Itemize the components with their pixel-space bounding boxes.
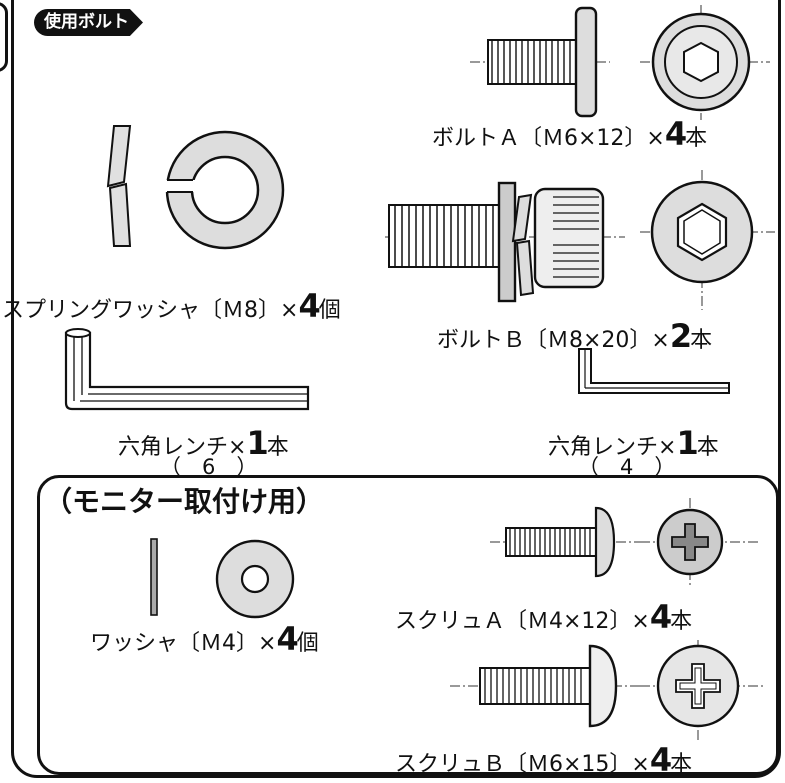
bolt-b-name: ボルトＢ〔Ｍ8×20〕× [437,328,670,353]
screw-a-side-illustration [490,506,640,578]
hex-wrench-4-label: 六角レンチ×1本 [548,424,719,462]
left-tab-edge [0,2,8,72]
monitor-section-box [37,475,779,775]
section-badge: 使用ボルト [34,9,143,36]
hex-wrench-4-name: 六角レンチ× [548,435,677,460]
bolt-b-side-illustration [385,181,625,303]
parts-list-frame [11,0,781,778]
hex-wrench-6-label: 六角レンチ×1本 [118,424,289,462]
washer-m4-label: ワッシャ〔Ｍ4〕×4個 [90,620,319,658]
bolt-b-qty: 2 [669,317,692,355]
bolt-a-head-illustration [640,5,770,120]
hex-wrench-6-name: 六角レンチ× [118,435,247,460]
spring-washer-name: スプリングワッシャ〔Ｍ8〕× [2,298,299,323]
hex-wrench-6-qty: 1 [246,424,268,462]
screw-b-name: スクリュＢ〔Ｍ6×15〕× [395,752,650,777]
washer-m4-unit: 個 [296,631,319,656]
bolt-b-unit: 本 [690,328,713,353]
washer-m4-qty: 4 [276,620,298,658]
screw-b-label: スクリュＢ〔Ｍ6×15〕×4本 [395,741,692,779]
screw-b-side-illustration [450,644,640,728]
screw-a-head-illustration [640,498,760,588]
spring-washer-side-illustration [106,125,132,247]
bolt-b-head-illustration [640,170,775,310]
hex-wrench-6-illustration [64,328,310,411]
hex-wrench-4-unit: 本 [696,435,719,460]
spring-washer-top-illustration [155,130,285,250]
hex-wrench-4-illustration [578,348,730,394]
bolt-a-qty: 4 [664,115,687,153]
screw-b-qty: 4 [649,741,672,779]
spring-washer-label: スプリングワッシャ〔Ｍ8〕×4個 [2,287,341,325]
spring-washer-qty: 4 [298,287,320,325]
screw-a-qty: 4 [649,598,672,636]
screw-a-name: スクリュＡ〔Ｍ4×12〕× [395,609,650,634]
bolt-a-unit: 本 [685,126,708,151]
washer-m4-name: ワッシャ〔Ｍ4〕× [90,631,277,656]
spring-washer-unit: 個 [318,298,341,323]
screw-a-unit: 本 [670,609,693,634]
bolt-a-name: ボルトＡ〔Ｍ6×12〕× [432,126,665,151]
bolt-b-label: ボルトＢ〔Ｍ8×20〕×2本 [437,317,712,355]
washer-m4-side-illustration [150,538,158,616]
hex-wrench-4-qty: 1 [676,424,698,462]
monitor-section-heading: （モニター取付け用） [44,485,325,518]
washer-m4-top-illustration [215,539,295,619]
screw-b-unit: 本 [670,752,693,777]
bolt-a-label: ボルトＡ〔Ｍ6×12〕×4本 [432,115,707,153]
hex-wrench-6-unit: 本 [266,435,289,460]
bolt-a-side-illustration [470,6,610,118]
screw-a-label: スクリュＡ〔Ｍ4×12〕×4本 [395,598,692,636]
screw-b-head-illustration [640,640,765,740]
